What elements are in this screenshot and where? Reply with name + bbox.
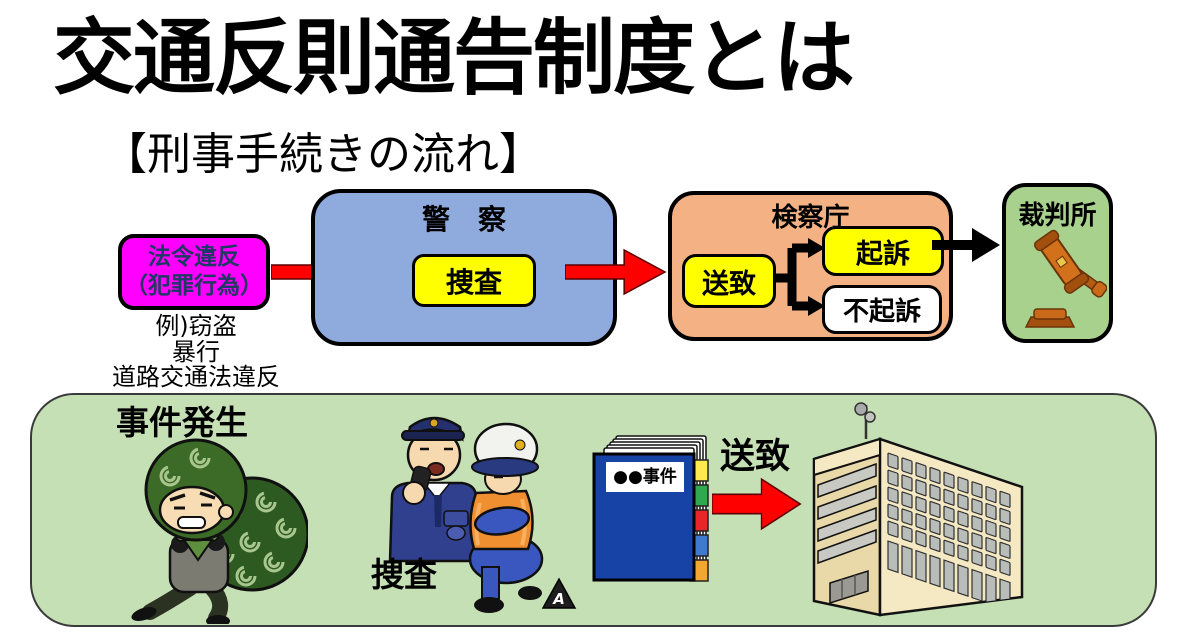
arrow-police-to-prosecutor — [565, 248, 667, 296]
violation-line2: （犯罪行為） — [125, 273, 263, 299]
thief-illustration — [131, 438, 308, 624]
violation-examples: 例)窃盗 暴行 道路交通法違反 — [96, 312, 296, 392]
fukiso-box: 不起訴 — [822, 285, 942, 334]
example-line3: 道路交通法違反 — [112, 363, 280, 392]
thief-body — [131, 529, 230, 624]
souchi-bottom-label: 送致 — [720, 437, 791, 477]
gavel-base — [1024, 308, 1076, 328]
evidence-marker-letter: A — [552, 590, 565, 608]
investigation-text: 捜査 — [445, 265, 502, 299]
violation-line1: 法令違反 — [148, 243, 240, 270]
kiso-box: 起訴 — [822, 226, 944, 276]
branch-arrowhead-bottom — [808, 296, 825, 316]
police-label: 警 察 — [421, 203, 506, 236]
building-front-windows — [817, 462, 877, 605]
example-line2: 暴行 — [172, 337, 220, 366]
souchi-text: 送致 — [702, 268, 756, 300]
black-arrow-icon — [932, 228, 1000, 262]
violation-box: 法令違反 （犯罪行為） — [118, 234, 270, 310]
branch-lines — [768, 243, 810, 311]
souchi-box: 送致 — [682, 254, 776, 308]
fukiso-text: 不起訴 — [842, 297, 921, 327]
evidence-marker-icon: A — [541, 577, 577, 609]
red-arrow-icon — [712, 477, 802, 531]
officer-crouching — [468, 422, 544, 613]
case-file-illustration: ●●事件 — [590, 434, 714, 584]
prosecutors-office-building-illustration — [812, 402, 1024, 617]
building-side-windows — [887, 452, 1011, 612]
investigation-bottom-label: 捜査 — [371, 555, 437, 594]
page-subtitle: 【刑事手続きの流れ】 — [103, 129, 543, 180]
prosecutor-box: 検察庁 送致 起訴 不起訴 — [668, 191, 953, 341]
gavel-icon — [1024, 229, 1107, 328]
case-file-graphic — [592, 435, 709, 582]
building-parapet — [813, 437, 881, 477]
kiso-text: 起訴 — [856, 238, 910, 270]
court-label: 裁判所 — [1018, 201, 1097, 231]
branch-arrowhead-top — [808, 238, 825, 258]
court-box: 裁判所 — [1002, 183, 1113, 343]
gavel-head — [1033, 229, 1090, 294]
case-file-label: ●●事件 — [606, 462, 684, 492]
building-antenna — [854, 402, 876, 439]
example-line1: 例)窃盗 — [155, 312, 237, 340]
arrow-file-to-building — [712, 477, 802, 531]
thief-head — [144, 438, 248, 542]
incident-label: 事件発生 — [116, 403, 248, 442]
investigation-box: 捜査 — [412, 254, 536, 307]
police-officers-illustration — [388, 416, 544, 613]
officer-radio — [388, 416, 480, 563]
branch-connector — [768, 238, 825, 316]
page-title: 交通反則通告制度とは — [53, 11, 855, 106]
arrow-kiso-to-court — [932, 228, 1000, 262]
red-arrow-icon — [565, 248, 667, 296]
